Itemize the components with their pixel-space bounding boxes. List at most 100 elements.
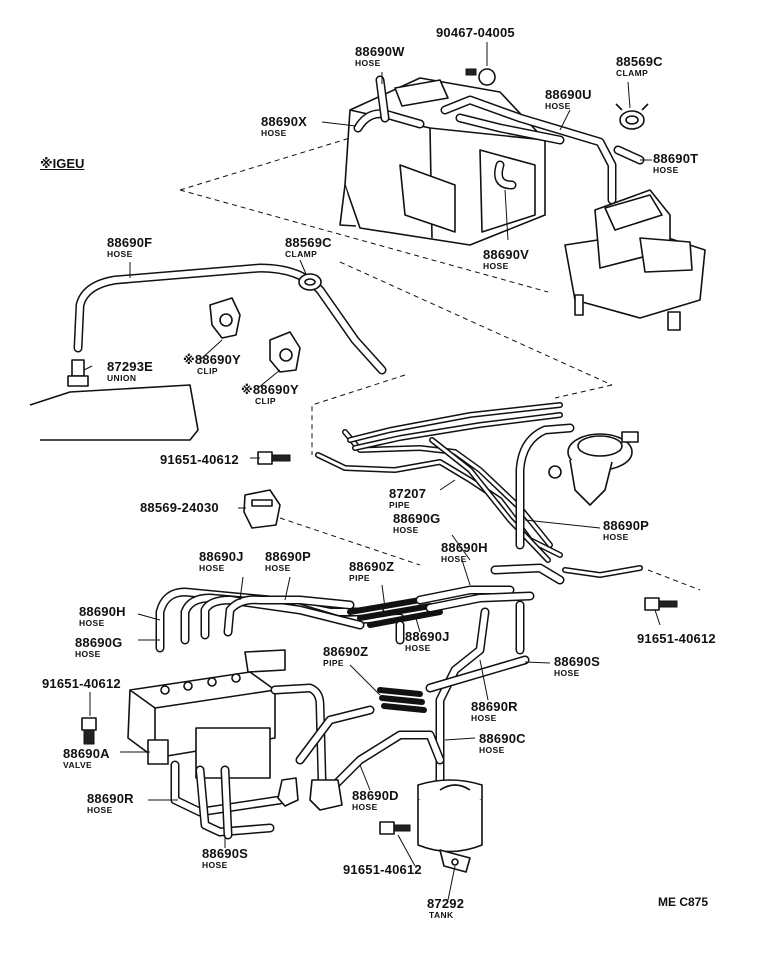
clamp-88569c-top <box>615 103 649 130</box>
part-label-91651-bottom: 91651-40612 <box>343 863 422 876</box>
part-label-91651-mid-left: 91651-40612 <box>160 453 239 466</box>
part-label-88690z-top: 88690Z PIPE <box>349 560 394 583</box>
guide-line <box>647 569 701 591</box>
part-number: 88569C <box>616 54 663 69</box>
part-label-88569c-top: 88569C CLAMP <box>616 55 663 78</box>
part-label-88690p-right: 88690P HOSE <box>603 519 649 542</box>
part-label-91651-left-low: 91651-40612 <box>42 677 121 690</box>
part-number: 88690S <box>554 654 601 669</box>
pipe-88690z-lower <box>377 687 427 713</box>
screw-90467 <box>465 68 496 86</box>
part-desc: HOSE <box>352 802 378 812</box>
part-number: 88690X <box>261 114 308 129</box>
part-label-88690u: 88690U HOSE <box>545 88 592 111</box>
part-label-88690z-low: 88690Z PIPE <box>323 645 368 668</box>
part-number: 88690D <box>352 788 399 803</box>
part-number: 88690S <box>202 846 249 861</box>
guide-line <box>179 189 549 293</box>
part-label-88690f: 88690F HOSE <box>107 236 152 259</box>
part-number: 88690V <box>483 247 530 262</box>
part-number: 88690W <box>355 44 405 59</box>
variant-mark: ※ <box>183 353 195 367</box>
part-number: 88690T <box>653 151 699 166</box>
tank-87292 <box>417 779 483 873</box>
part-label-88690p-mid: 88690P HOSE <box>265 550 311 573</box>
part-number: 91651-40612 <box>42 676 121 691</box>
part-number: 87292 <box>427 896 465 911</box>
part-number: 88690J <box>405 629 450 644</box>
part-desc: VALVE <box>63 760 93 770</box>
part-number: 88569-24030 <box>140 500 219 515</box>
part-label-88569-24030: 88569-24030 <box>140 501 219 514</box>
part-number: 88690C <box>479 731 526 746</box>
bolt-91651-mid-left <box>257 451 291 465</box>
part-number: 88690Y <box>252 382 299 397</box>
part-label-88690y-1: ※88690Y CLIP <box>183 353 241 376</box>
intake-manifold-outline <box>29 384 199 441</box>
leader-lines <box>83 42 661 901</box>
vsv-assembly <box>548 431 639 506</box>
part-label-88690r-right: 88690R HOSE <box>471 700 518 723</box>
part-label-88690t: 88690T HOSE <box>653 152 698 175</box>
part-desc: HOSE <box>202 860 228 870</box>
part-label-88690r-left: 88690R HOSE <box>87 792 134 815</box>
bolt-91651-left-low <box>81 717 97 745</box>
guide-line <box>554 384 613 399</box>
part-label-88690c: 88690C HOSE <box>479 732 526 755</box>
guide-line <box>279 517 421 566</box>
part-desc: HOSE <box>355 58 381 68</box>
part-desc: HOSE <box>79 618 105 628</box>
part-label-88690w: 88690W HOSE <box>355 45 405 68</box>
part-desc: TANK <box>429 910 454 920</box>
diagram-code: ME C875 <box>658 895 709 909</box>
part-label-88569c-left: 88569C CLAMP <box>285 236 332 259</box>
clip-88690y-1 <box>209 297 241 339</box>
part-desc: HOSE <box>199 563 225 573</box>
air-cleaner-housing <box>339 77 546 246</box>
part-desc: HOSE <box>471 713 497 723</box>
part-desc: HOSE <box>393 525 419 535</box>
part-number: 88690Y <box>194 352 241 367</box>
part-label-88690h-left: 88690H HOSE <box>79 605 126 628</box>
part-label-88690x: 88690X HOSE <box>261 115 307 138</box>
part-desc: HOSE <box>107 249 133 259</box>
part-label-88690v: 88690V HOSE <box>483 248 529 271</box>
part-number: 88690A <box>63 746 110 761</box>
part-label-91651-right: 91651-40612 <box>637 632 716 645</box>
part-number: 88690F <box>107 235 153 250</box>
valve-88690a <box>127 649 286 779</box>
bolt-91651-bottom <box>379 821 411 835</box>
part-label-90467: 90467-04005 <box>436 26 515 39</box>
part-number: 88690P <box>265 549 312 564</box>
part-desc: HOSE <box>265 563 291 573</box>
part-label-87292: 87292 TANK <box>427 897 464 920</box>
part-label-88690g-left: 88690G HOSE <box>75 636 122 659</box>
part-label-88690y-2: ※88690Y CLIP <box>241 383 299 406</box>
part-desc: CLIP <box>197 366 218 376</box>
part-desc: HOSE <box>87 805 113 815</box>
part-number: 88690Z <box>323 644 369 659</box>
part-number: 88569C <box>285 235 332 250</box>
clip-88569-24030 <box>243 489 281 529</box>
part-desc: HOSE <box>483 261 509 271</box>
union-87293e <box>67 359 89 387</box>
engine-variant-note: ※IGEU <box>40 156 85 171</box>
part-label-88690s-right: 88690S HOSE <box>554 655 600 678</box>
part-desc: HOSE <box>545 101 571 111</box>
part-label-88690g-mid: 88690G HOSE <box>393 512 440 535</box>
part-number: 88690H <box>441 540 488 555</box>
part-desc: UNION <box>107 373 137 383</box>
part-number: 88690R <box>471 699 518 714</box>
part-label-88690s-left: 88690S HOSE <box>202 847 248 870</box>
part-number: 88690H <box>79 604 126 619</box>
clamp-88569c-left <box>298 273 322 291</box>
canister-assembly <box>564 189 706 331</box>
part-desc: PIPE <box>349 573 370 583</box>
part-label-88690a: 88690A VALVE <box>63 747 110 770</box>
part-desc: CLIP <box>255 396 276 406</box>
part-number: 88690U <box>545 87 592 102</box>
lower-hose-bundle <box>155 563 565 785</box>
part-number: 91651-40612 <box>637 631 716 646</box>
